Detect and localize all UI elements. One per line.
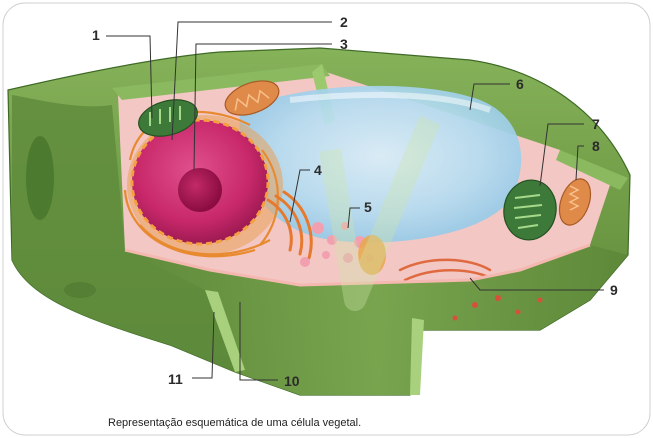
label-5: 5 bbox=[364, 199, 372, 215]
figure-caption: Representação esquemática de uma célula … bbox=[108, 417, 361, 429]
label-4: 4 bbox=[314, 162, 322, 178]
label-6: 6 bbox=[516, 76, 524, 92]
label-11: 11 bbox=[168, 371, 183, 387]
nucleolus bbox=[178, 168, 222, 212]
label-1: 1 bbox=[92, 27, 100, 43]
label-3: 3 bbox=[340, 36, 348, 52]
label-10: 10 bbox=[284, 373, 300, 389]
label-7: 7 bbox=[592, 116, 600, 132]
cell-wall-pit bbox=[64, 282, 96, 298]
cell-wall-pit bbox=[26, 136, 54, 220]
label-2: 2 bbox=[340, 14, 348, 30]
label-9: 9 bbox=[610, 282, 618, 298]
label-8: 8 bbox=[592, 138, 600, 154]
